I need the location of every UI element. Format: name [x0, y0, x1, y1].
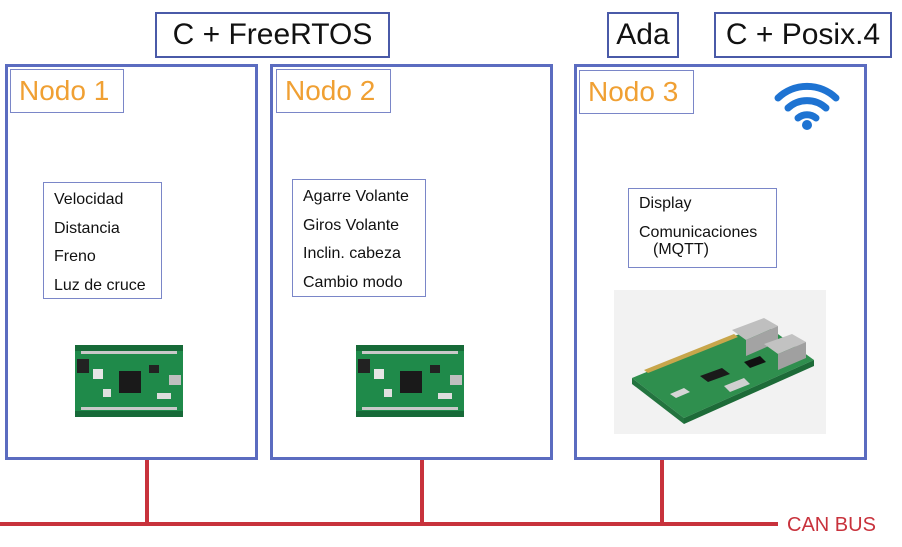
variable-item: Inclin. cabeza	[303, 245, 401, 262]
can-bus-drop-node-1	[145, 458, 149, 524]
label-c-freertos: C + FreeRTOS	[155, 12, 390, 58]
variable-item: Agarre Volante	[303, 188, 409, 205]
can-bus-label: CAN BUS	[787, 514, 876, 536]
node-2-title: Nodo 2	[276, 69, 391, 113]
label-ada: Ada	[607, 12, 679, 58]
variable-item: Distancia	[54, 219, 120, 237]
node-2-variables: Agarre Volante Giros Volante Inclin. cab…	[292, 179, 426, 297]
variable-item: Velocidad	[54, 191, 124, 208]
node-3-variables: Display Comunicaciones (MQTT)	[628, 188, 777, 268]
stm32-board-icon	[73, 341, 185, 419]
variable-item: (MQTT)	[653, 241, 709, 258]
variable-item: Giros Volante	[303, 216, 400, 234]
can-bus-line	[0, 522, 778, 526]
stm32-board-icon	[354, 341, 466, 419]
can-bus-drop-node-3	[660, 458, 664, 524]
node-1-title: Nodo 1	[10, 69, 124, 113]
variable-item: Freno	[54, 248, 96, 265]
wifi-icon	[772, 80, 842, 132]
variable-item: Display	[639, 195, 692, 212]
node-3-title: Nodo 3	[579, 70, 694, 114]
variable-item: Comunicaciones	[639, 224, 758, 241]
can-bus-drop-node-2	[420, 458, 424, 524]
raspberry-pi-icon	[614, 290, 826, 434]
node-1-variables: Velocidad Distancia Freno Luz de cruce	[43, 182, 162, 299]
variable-item: Luz de cruce	[54, 276, 146, 294]
variable-item: Cambio modo	[303, 273, 403, 291]
label-c-posix: C + Posix.4	[714, 12, 892, 58]
